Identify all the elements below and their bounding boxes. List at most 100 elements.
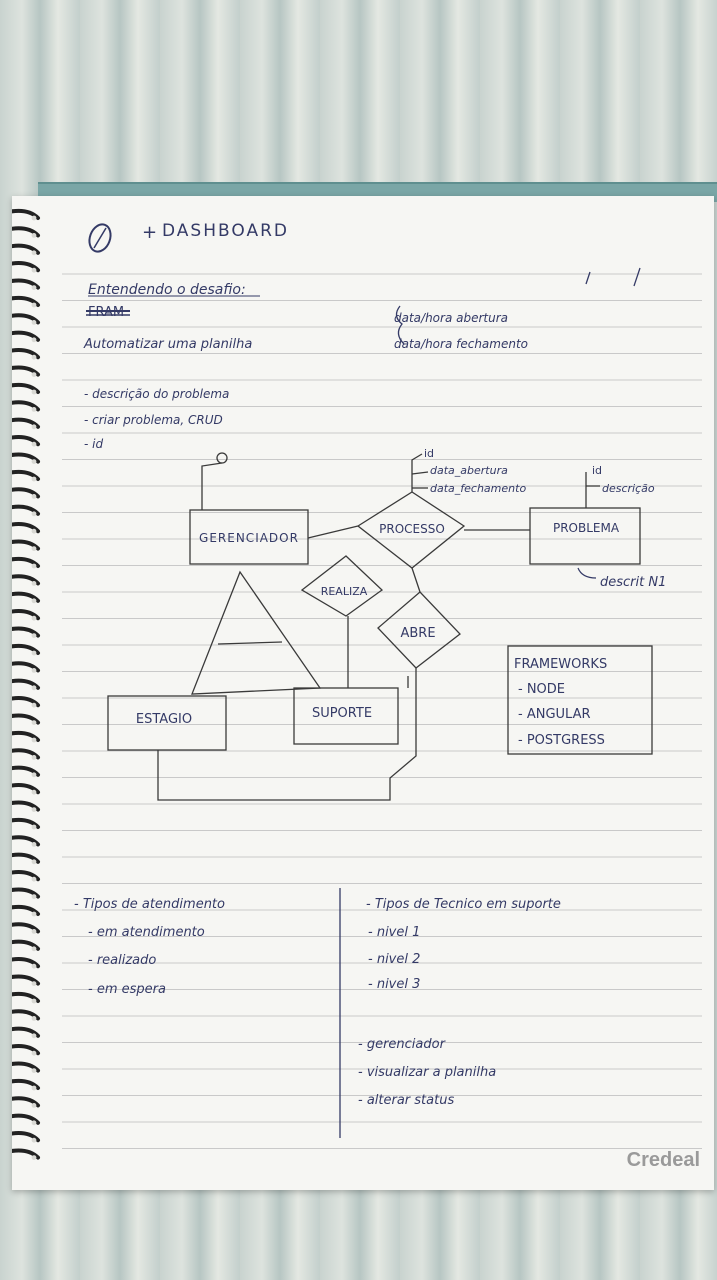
spiral-hole (31, 963, 37, 969)
spiral-hole (31, 894, 37, 899)
spiral-hole (31, 476, 37, 482)
side-note-fechamento: data/hora fechamento (394, 337, 528, 351)
spiral-ring (12, 400, 40, 412)
tecnico-title: - Tipos de Tecnico em suporte (366, 897, 561, 912)
spiral-ring (12, 957, 40, 969)
notes-line-automatizar: Automatizar uma planilha (83, 337, 252, 352)
spiral-ring (12, 661, 40, 673)
spiral-hole (31, 389, 37, 395)
spiral-hole (31, 441, 37, 447)
entity-suporte (293, 687, 399, 745)
spiral-hole (31, 598, 37, 604)
spiral-ring (12, 730, 40, 742)
spiral-hole (31, 1033, 37, 1039)
spiral-ring (12, 974, 40, 986)
plus-sign: + (142, 222, 157, 243)
spiral-hole (31, 998, 37, 1004)
tecnico-level-2: - nivel 2 (368, 952, 420, 967)
entity-estagio-label: ESTAGIO (136, 712, 192, 727)
spiral-ring (12, 904, 40, 916)
spiral-hole (31, 807, 37, 812)
spiral-ring (12, 348, 40, 360)
spiral-ring (12, 1131, 40, 1143)
notes-line-id: - id (84, 437, 103, 451)
spiral-ring (12, 1113, 40, 1125)
spiral-ring (12, 835, 40, 847)
spiral-ring (12, 522, 40, 534)
framework-postgress: - POSTGRESS (518, 733, 605, 748)
page-title: DASHBOARD (162, 221, 289, 241)
logo-sketch-icon (88, 223, 112, 253)
spiral-hole (31, 511, 37, 517)
spiral-hole (31, 563, 37, 569)
relationship-abre (377, 591, 461, 669)
relationship-processo-label: PROCESSO (379, 522, 445, 536)
spiral-ring (12, 1044, 40, 1056)
spiral-hole (31, 494, 37, 499)
problema-note: descrit N1 (600, 575, 666, 590)
entity-estagio (107, 695, 227, 751)
spiral-hole (31, 789, 37, 795)
spiral-hole (31, 546, 37, 551)
spiral-ring (12, 748, 40, 760)
spiral-hole (31, 720, 37, 725)
atendimento-item-3: - em espera (88, 982, 166, 997)
spiral-hole (31, 772, 37, 778)
spiral-ring (12, 783, 40, 795)
spiral-ring (12, 556, 40, 568)
spiral-hole (31, 946, 37, 952)
spiral-hole (31, 1050, 37, 1056)
spiral-ring (12, 922, 40, 934)
atendimento-title: - Tipos de atendimento (74, 897, 225, 912)
relationship-realiza-label: REALIZA (321, 585, 368, 598)
spiral-ring (12, 678, 40, 690)
specialization-triangle (191, 570, 322, 695)
spiral-hole (31, 233, 37, 238)
spiral-hole (31, 581, 37, 586)
atendimento-item-1: - em atendimento (88, 925, 205, 940)
spiral-hole (31, 1120, 37, 1126)
entity-problema-label: PROBLEMA (553, 521, 620, 535)
spiral-hole (31, 250, 37, 256)
spiral-ring (12, 1096, 40, 1108)
spiral-ring (12, 609, 40, 621)
spiral-hole (31, 824, 37, 830)
struck-word: FRAM (88, 305, 124, 320)
spiral-hole (31, 302, 37, 308)
spiral-ring (12, 1078, 40, 1090)
spiral-hole (31, 981, 37, 986)
relationship-realiza (300, 555, 384, 617)
tecnico-task-1: - gerenciador (358, 1037, 447, 1052)
notebook-page: + DASHBOARD Entendendo o desafio: FRAM A… (12, 196, 714, 1190)
spiral-hole (31, 285, 37, 290)
attribute-data-fechamento: data_fechamento (430, 482, 526, 495)
spiral-ring (12, 452, 40, 464)
spiral-hole (31, 668, 37, 673)
spiral-ring (12, 243, 40, 255)
spiral-ring (12, 696, 40, 708)
spiral-ring (12, 1148, 40, 1160)
spiral-hole (31, 424, 37, 430)
spiral-ring (12, 278, 40, 290)
spiral-hole (31, 215, 37, 221)
spiral-ring (12, 504, 40, 516)
attribute-problema-descricao: descrição (602, 482, 655, 495)
spiral-hole (31, 320, 37, 325)
spiral-ring (12, 1061, 40, 1073)
spiral-hole (31, 876, 37, 882)
spiral-ring (12, 261, 40, 273)
brand-logo: Credeal (627, 1149, 700, 1171)
spiral-ring (12, 435, 40, 447)
entity-suporte-label: SUPORTE (312, 706, 372, 721)
spiral-hole (31, 1085, 37, 1091)
spiral-hole (31, 372, 37, 377)
spiral-ring (12, 574, 40, 586)
spiral-ring (12, 591, 40, 603)
spiral-hole (31, 633, 37, 638)
spiral-ring (12, 1026, 40, 1038)
attribute-processo-id: id (424, 447, 434, 460)
spiral-hole (31, 1068, 37, 1073)
spiral-ring (12, 800, 40, 812)
tecnico-level-3: - nivel 3 (368, 977, 420, 992)
attribute-problema-id: id (592, 464, 602, 477)
